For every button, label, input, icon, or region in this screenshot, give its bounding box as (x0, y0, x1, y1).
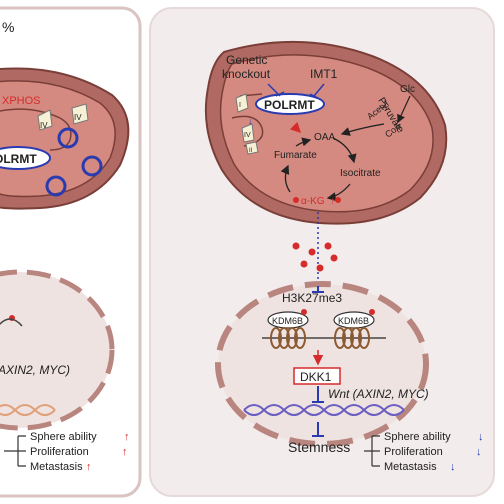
left-polrmt-label: OLRMT (0, 152, 37, 166)
complex-iv-label: IV (244, 132, 251, 139)
left-effect-metastasis: Metastasis (30, 461, 83, 473)
glc-label: Glc (400, 84, 415, 95)
knockout-inhibit-line (267, 83, 281, 97)
h3k27me3-label: H3K27me3 (282, 291, 342, 305)
dkk1-label: DKK1 (300, 370, 332, 384)
oaa-label: OAA (314, 132, 335, 143)
akg-dot (293, 197, 299, 203)
left-effect-proliferation: Proliferation (30, 446, 89, 458)
complex-ii-icon (245, 141, 259, 155)
glc-arrow (397, 95, 411, 124)
left-effects: Sphere ability ↑ Proliferation ↑ Metasta… (4, 431, 130, 473)
complex-i-icon (235, 93, 249, 113)
stemness-label: Stemness (288, 439, 350, 455)
right-effect-proliferation: Proliferation (384, 446, 443, 458)
right-mitochondrion: I IV II ↓ POLRMT OAA Fumarate Isocitrate… (204, 40, 448, 225)
right-effect-arrow: ↓ (476, 446, 482, 458)
tca-arrow (326, 183, 351, 202)
left-oxphos-label: XPHOS (2, 95, 41, 107)
dna-strand (243, 404, 405, 416)
akg-label: α-KG (301, 196, 325, 207)
polrmt-label: POLRMT (264, 98, 315, 112)
left-effect-arrow: ↑ (86, 461, 92, 473)
left-wnt-label: (AXIN2, MYC) (0, 363, 70, 377)
tca-arrow (332, 137, 357, 164)
wnt-label: Wnt (AXIN2, MYC) (328, 387, 429, 401)
polrmt-oval (255, 93, 325, 115)
complex-ii-label: II (249, 148, 253, 154)
akg-dot (335, 197, 341, 203)
fumarate-label: Fumarate (274, 150, 317, 161)
down-arrow-mark: ↓ (248, 116, 253, 126)
akg-up-arrow: ↑ (330, 196, 335, 207)
left-effect-arrow: ↑ (124, 431, 130, 443)
dkk1-box (293, 367, 341, 385)
left-corner-mark: % (2, 19, 14, 35)
left-nucleus: (AXIN2, MYC) (0, 269, 115, 431)
left-mtdna-circle (57, 127, 79, 149)
kdm6b-akg-dot (369, 309, 375, 315)
kdm6b-label: KDM6B (338, 316, 369, 326)
acetyl-arrow (340, 123, 385, 136)
left-complex-iv-label: IV (40, 121, 48, 130)
right-effect-arrow: ↓ (450, 461, 456, 473)
left-complex-icon (71, 103, 89, 125)
right-nucleus: H3K27me3 KDM6B KDM6B (215, 281, 429, 447)
left-complex-iv-label: IV (74, 113, 82, 122)
kdm6b-label: KDM6B (272, 316, 303, 326)
complex-iv-icon (241, 123, 255, 143)
left-effect-sphere: Sphere ability (30, 431, 97, 443)
imt1-inhibit-line (313, 83, 325, 97)
complex-i-label: I (239, 102, 241, 109)
right-effect-metastasis: Metastasis (384, 461, 437, 473)
left-mtdna-circle (81, 155, 103, 177)
knockout-label: knockout (222, 67, 271, 81)
left-polrmt-oval (0, 146, 51, 170)
red-arrow (289, 121, 302, 134)
kdm6b-oval (267, 311, 309, 329)
tca-arrow (280, 164, 291, 193)
left-mtdna-circle (45, 175, 67, 197)
left-effect-arrow: ↑ (122, 446, 128, 458)
imt1-label: IMT1 (310, 67, 338, 81)
right-effect-sphere: Sphere ability (384, 431, 451, 443)
tca-arrow (295, 137, 312, 147)
akg-dot-cluster (292, 242, 338, 272)
right-effect-arrow: ↓ (478, 431, 484, 443)
chromatin (262, 327, 386, 349)
right-effects: Sphere ability ↓ Proliferation ↓ Metasta… (364, 431, 484, 473)
right-panel: I IV II ↓ POLRMT OAA Fumarate Isocitrate… (149, 7, 495, 497)
genetic-label: Genetic (226, 53, 267, 67)
kdm6b-akg-dot (301, 309, 307, 315)
left-panel: % IV IV XPHOS OLRMT (AXIN2, MYC) (0, 6, 142, 498)
left-mitochondrion: IV IV XPHOS OLRMT (0, 67, 130, 210)
left-complex-icon (37, 109, 53, 131)
isocitrate-label: Isocitrate (340, 168, 381, 179)
